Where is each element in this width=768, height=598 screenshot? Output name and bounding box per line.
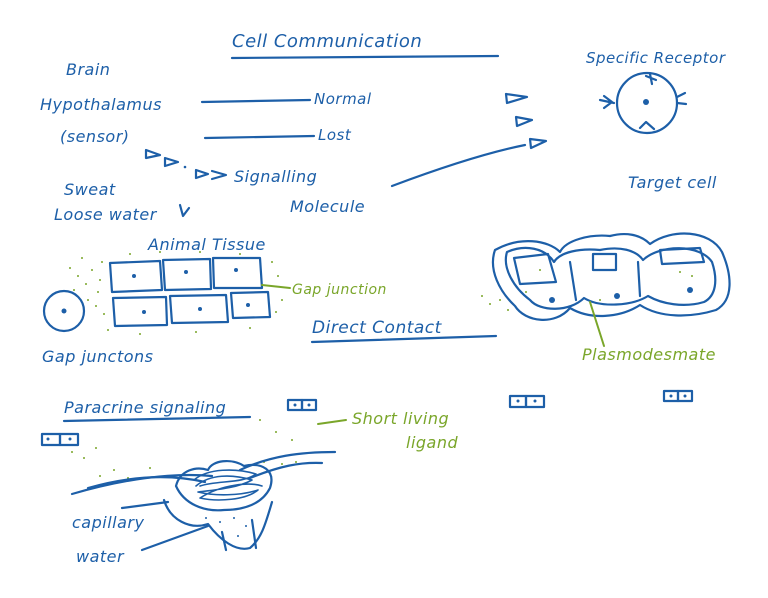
receptor-left — [598, 94, 616, 110]
receptor-right — [675, 91, 688, 106]
gap-junctions-label: Gap junctons — [42, 347, 154, 366]
short-living-pointer — [317, 419, 347, 425]
tissue-nucleus-2 — [184, 270, 188, 274]
plant-speckles — [481, 269, 693, 311]
molecule-arrow-3 — [528, 137, 548, 150]
brain-label: Brain — [66, 60, 110, 79]
tissue-cell-6 — [229, 290, 272, 320]
single-cell-nucleus — [61, 308, 67, 314]
plant-vacuole-2 — [591, 252, 618, 272]
tissue-cell-3 — [211, 256, 264, 290]
capillary-wall-right-inner — [248, 461, 324, 480]
paracrine-underline — [62, 415, 252, 423]
plant-nucleus-3 — [687, 287, 693, 293]
molecule-arrow-2 — [514, 115, 534, 128]
ligand-pair-4 — [40, 432, 80, 447]
signal-arrow-4 — [210, 169, 228, 181]
signal-dot — [183, 165, 187, 169]
plasmodesmata-label: Plasmodesmate — [582, 345, 716, 364]
sensor-label: (sensor) — [60, 127, 130, 146]
lost-line — [203, 134, 316, 140]
capillary-wall-right — [238, 450, 337, 472]
tissue-nucleus-4 — [142, 310, 146, 314]
plant-cell-dividers — [568, 260, 642, 302]
single-cell-circle — [42, 289, 86, 333]
ligand-pair-1 — [286, 398, 318, 412]
paracrine-label: Paracrine signaling — [64, 398, 226, 417]
direct-contact-label: Direct Contact — [312, 318, 443, 338]
normal-label: Normal — [314, 90, 372, 108]
signal-arrow-3 — [194, 168, 210, 180]
molecule-arrow-1 — [504, 92, 529, 105]
tissue-cell-2 — [161, 257, 213, 292]
water-label: water — [76, 547, 125, 566]
gland-duct — [162, 498, 274, 550]
normal-line — [200, 98, 312, 104]
plant-nucleus-1 — [549, 297, 555, 303]
receptor-tick — [644, 72, 658, 86]
tissue-nucleus-3 — [234, 268, 238, 272]
molecule-label: Molecule — [290, 197, 365, 216]
capillary-pointer — [120, 500, 170, 510]
signalling-label: Signalling — [234, 167, 317, 186]
lost-label: Lost — [318, 126, 352, 144]
plasmodesmata-pointer — [589, 301, 605, 347]
plant-vacuole-1 — [512, 252, 558, 286]
tissue-nucleus-5 — [198, 307, 202, 311]
specific-receptor-label: Specific Receptor — [586, 49, 726, 67]
gap-junction-label: Gap junction — [292, 282, 387, 298]
molecule-path-line — [390, 143, 527, 188]
plant-nucleus-2 — [614, 293, 620, 299]
paracrine-speckles — [71, 419, 297, 479]
gland-blob-outline — [174, 460, 273, 512]
water-pointer — [140, 524, 210, 552]
water-down-arrow — [178, 203, 191, 218]
gland-duct-walls — [220, 518, 258, 552]
receptor-bottom — [638, 120, 656, 131]
animal-tissue-label: Animal Tissue — [147, 235, 266, 254]
sweat-label: Sweat — [64, 180, 116, 199]
capillary-label: capillary — [72, 513, 144, 532]
tissue-nucleus-1 — [132, 274, 136, 278]
target-cell-nucleus — [643, 99, 649, 105]
plant-cells-inner-wall — [504, 246, 717, 310]
direct-contact-underline — [310, 334, 498, 344]
ligand-pair-3 — [662, 389, 694, 403]
tissue-cell-5 — [168, 293, 230, 325]
ligand-label: ligand — [406, 433, 458, 452]
ligand-pair-2 — [508, 394, 546, 409]
loose-water-label: Loose water — [54, 205, 158, 224]
tissue-cell-1 — [108, 259, 164, 294]
plant-cells-outer-wall — [491, 232, 731, 321]
gland-speckles — [205, 517, 247, 537]
gap-junction-pointer — [261, 284, 291, 289]
diagram-title: Cell Communication — [232, 31, 422, 52]
tissue-speckles — [69, 251, 283, 335]
tissue-nucleus-6 — [246, 303, 250, 307]
gland-scribble — [193, 469, 263, 501]
target-cell-label: Target cell — [628, 173, 717, 192]
title-underline — [230, 54, 500, 60]
plant-vacuole-3 — [658, 246, 706, 266]
signal-arrow-2 — [163, 156, 180, 168]
tissue-cell-4 — [111, 295, 169, 328]
short-living-label: Short living — [352, 409, 449, 428]
signal-arrow-1 — [144, 148, 162, 160]
hypothalamus-label: Hypothalamus — [40, 95, 162, 114]
